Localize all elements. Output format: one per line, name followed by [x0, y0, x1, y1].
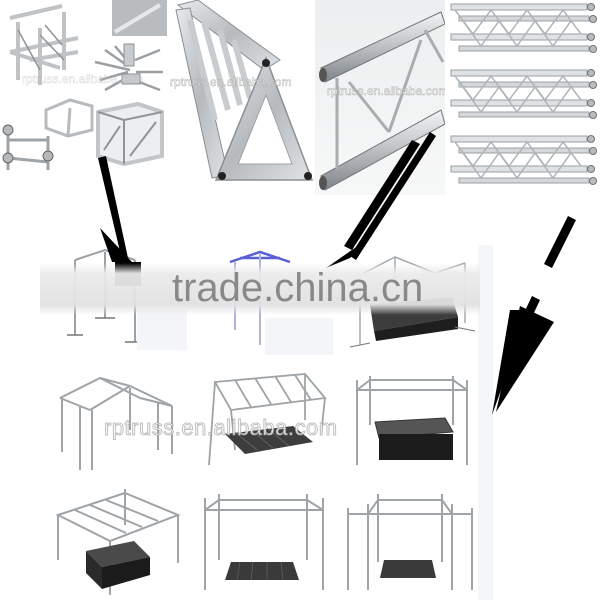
- arrow-2-icon: [326, 132, 436, 268]
- stage-row3-col3: [340, 490, 480, 600]
- triangle-truss-photo: rptruss.en.alibaba.com: [170, 0, 315, 190]
- truss-fittings-photo: rptruss.en.alibaba.com: [0, 0, 170, 175]
- ladder-truss-photo: rptruss.en.alibaba.com: [315, 0, 445, 195]
- goal-post-truss-stage-illustration: [356, 376, 468, 465]
- stage-row3-col2: [195, 490, 335, 600]
- stage-row2-col3: [345, 370, 480, 475]
- large-roof-raised-stage-illustration: [55, 489, 181, 595]
- goal-post-truss-stage-2-illustration: [204, 494, 324, 590]
- square-truss-photo: [445, 0, 600, 195]
- square-truss-illustration: [450, 3, 598, 186]
- goal-post-truss-wings-stage-illustration: [347, 494, 473, 590]
- pitched-roof-truss-frame-illustration: [59, 376, 173, 470]
- right-edge-strip: [478, 245, 493, 600]
- stage-row2-col1: [50, 370, 190, 475]
- triangle-truss-illustration: [175, 0, 314, 181]
- ladder-truss-illustration: [319, 11, 445, 191]
- stage-row2-col2: [195, 370, 335, 475]
- flat-roof-stage-deck-illustration: [208, 373, 327, 466]
- truss-fittings-illustration: [2, 0, 167, 170]
- arrow-3-icon: [492, 216, 576, 415]
- stage-row3-col1: [50, 485, 185, 600]
- watermark-band: [40, 263, 480, 315]
